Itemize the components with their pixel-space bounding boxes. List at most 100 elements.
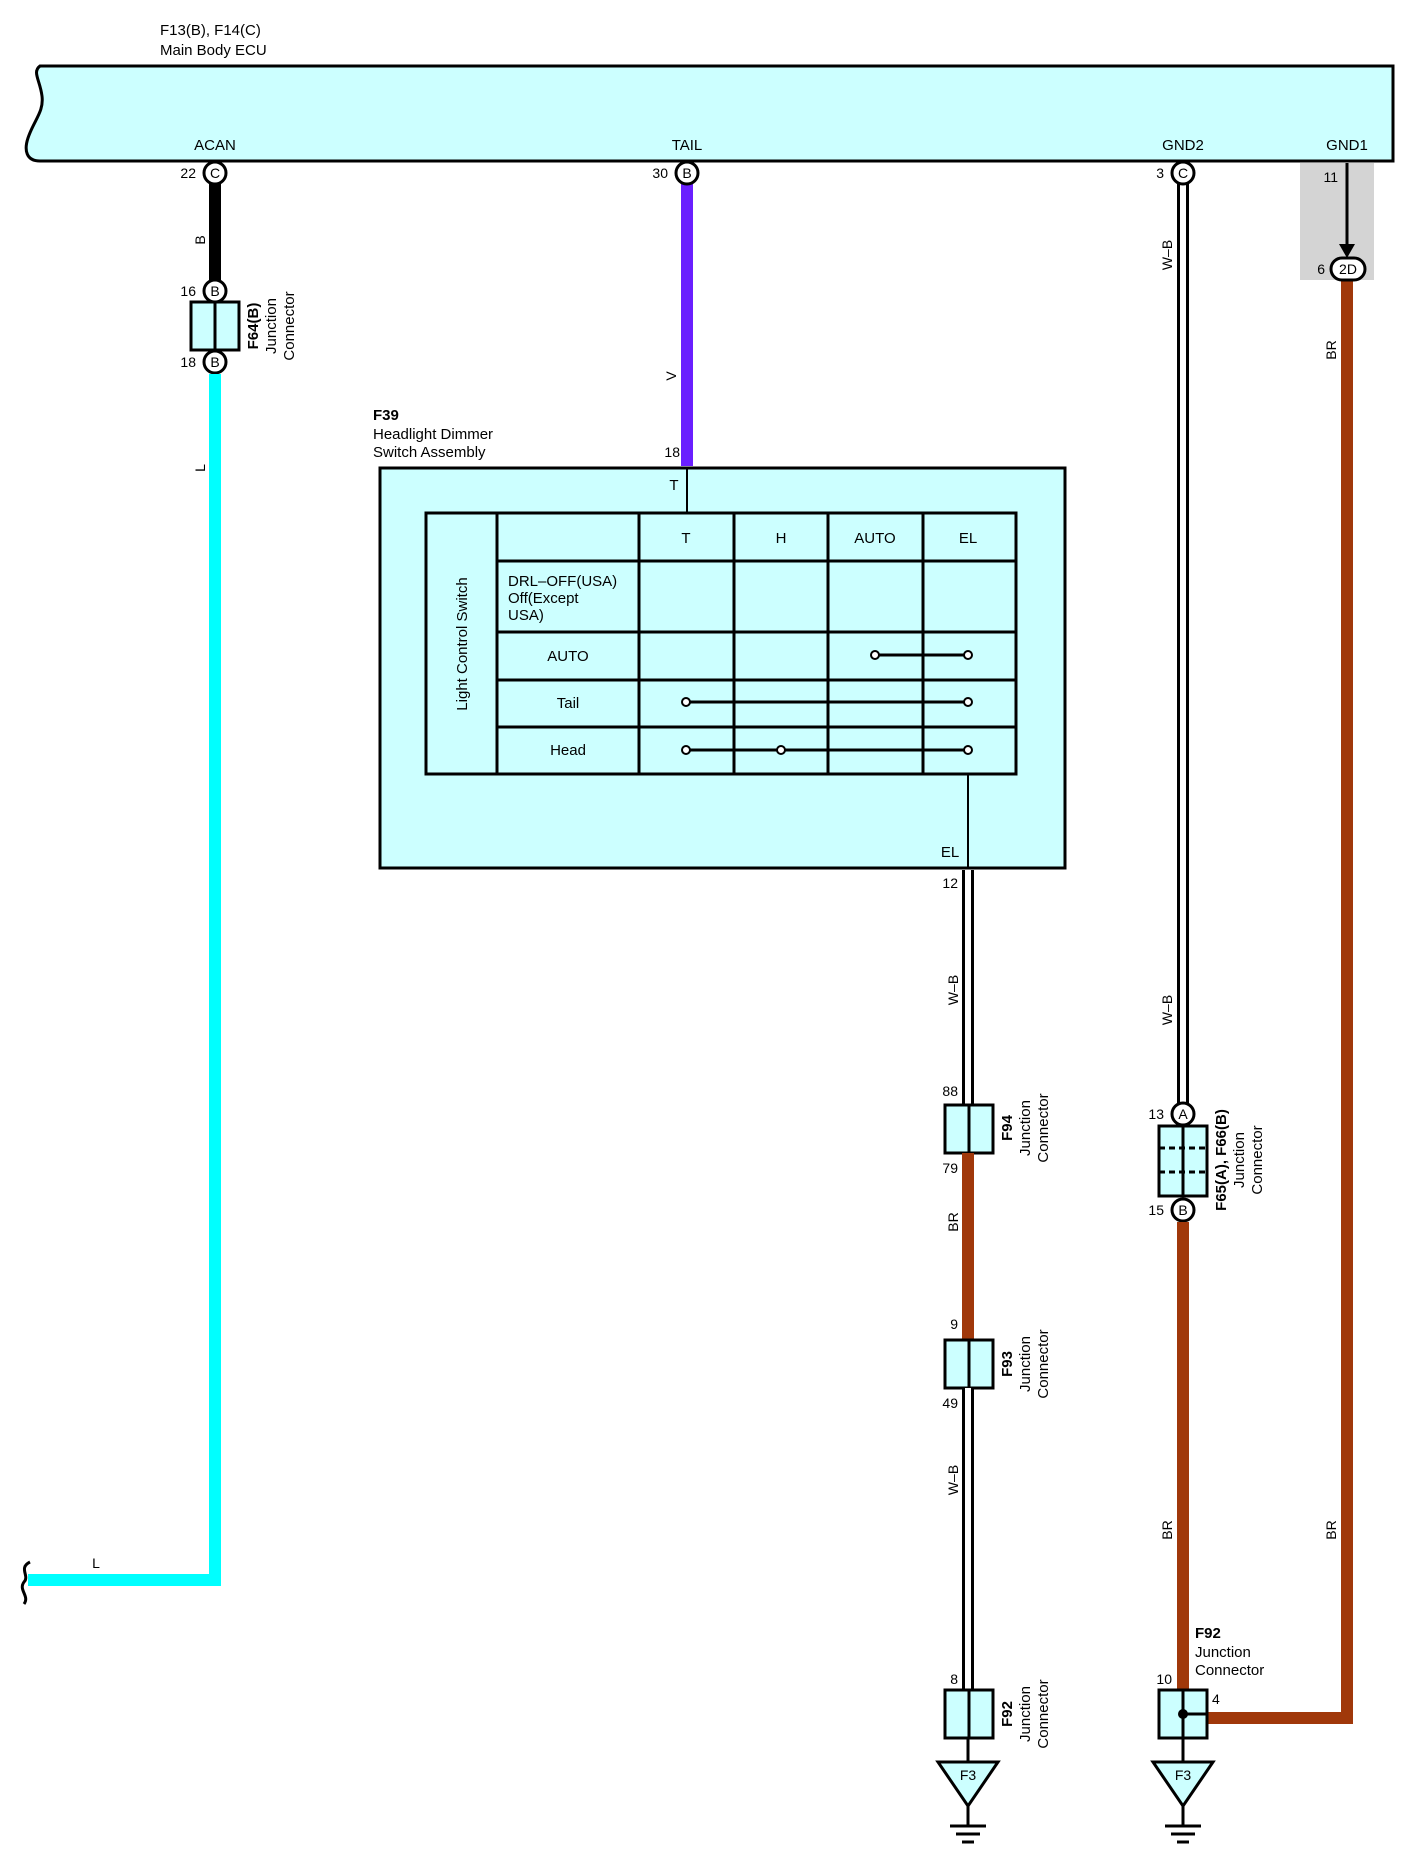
pin-number-tail: 30 — [652, 165, 668, 181]
pin-number-f92-right-right: 4 — [1212, 1691, 1220, 1707]
switch-table — [424, 511, 1018, 776]
ground-left-label: F3 — [960, 1767, 977, 1783]
svg-text:C: C — [210, 165, 220, 181]
pin-number-f94-top: 88 — [942, 1083, 958, 1099]
gnd1-arrow-icon — [1339, 244, 1355, 258]
label-f93: F93 Junction Connector — [999, 1329, 1052, 1398]
switch-table-title: Light Control Switch — [454, 577, 471, 710]
switch-out-pin: 12 — [942, 875, 958, 891]
pin-number-f93-bottom: 49 — [942, 1395, 958, 1411]
pin-number-acan: 22 — [180, 165, 196, 181]
svg-text:B: B — [210, 283, 219, 299]
ecu-code: F13(B), F14(C) — [160, 22, 261, 39]
pin-number-f92-left-top: 8 — [950, 1671, 958, 1687]
pin-number-gnd1-splice: 6 — [1317, 261, 1325, 277]
pin-f65-bottom: B — [1170, 1197, 1196, 1223]
svg-text:F64(B): F64(B) — [245, 303, 262, 350]
switch-row-drl-line2: Off(Except — [508, 590, 579, 607]
wire-code-gnd2-upper1: W–B — [1159, 240, 1175, 270]
continuity-tail — [681, 697, 973, 707]
junction-f92-right-internal — [1178, 1690, 1207, 1738]
svg-text:A: A — [1178, 1106, 1188, 1122]
wire-code-el-upper: W–B — [945, 975, 961, 1005]
wire-code-tail: V — [663, 371, 679, 381]
switch-name-line1: Headlight Dimmer — [373, 426, 493, 443]
wire-break-left — [20, 1560, 31, 1605]
wire-code-el-mid: BR — [945, 1212, 961, 1231]
wire-code-acan-horizontal: L — [92, 1555, 100, 1571]
svg-text:Junction: Junction — [1017, 1686, 1034, 1742]
svg-text:Connector: Connector — [1035, 1093, 1052, 1162]
svg-text:Connector: Connector — [1035, 1679, 1052, 1748]
svg-text:F93: F93 — [999, 1351, 1016, 1377]
pin-number-f93-top: 9 — [950, 1316, 958, 1332]
svg-text:2D: 2D — [1339, 261, 1357, 277]
switch-column-t: T — [681, 530, 690, 547]
svg-text:Junction: Junction — [1017, 1100, 1034, 1156]
ground-left-icon — [935, 1760, 1001, 1844]
ecu-terminal-gnd2: GND2 — [1162, 137, 1204, 154]
junction-f65-internal — [1159, 1126, 1207, 1196]
svg-text:F94: F94 — [999, 1114, 1016, 1141]
svg-text:F92: F92 — [999, 1701, 1016, 1727]
wire-code-acan-upper: B — [192, 235, 208, 244]
switch-name-line2: Switch Assembly — [373, 444, 486, 461]
pin-number-f94-bottom: 79 — [942, 1160, 958, 1176]
wire-code-gnd2-lower: BR — [1159, 1520, 1175, 1539]
svg-text:B: B — [682, 165, 691, 181]
pin-number-gnd2: 3 — [1156, 165, 1164, 181]
continuity-auto — [870, 650, 973, 660]
pin-number-f65-bottom: 15 — [1148, 1202, 1164, 1218]
wire-code-acan-lower: L — [192, 464, 208, 472]
label-f92-right-name2: Connector — [1195, 1662, 1264, 1679]
wire-acan-blue — [28, 374, 221, 1586]
switch-column-el: EL — [959, 530, 977, 547]
pin-f65-top: A — [1170, 1101, 1196, 1127]
pin-number-gnd1: 11 — [1323, 169, 1338, 185]
switch-column-h: H — [776, 530, 787, 547]
ground-right-icon — [1150, 1760, 1216, 1844]
svg-text:Connector: Connector — [1035, 1329, 1052, 1398]
svg-text:B: B — [1178, 1202, 1187, 1218]
switch-column-auto: AUTO — [854, 530, 895, 547]
pin-number-f92-right-left: 10 — [1156, 1671, 1172, 1687]
continuity-head — [681, 745, 973, 755]
pin-number-f64-bottom: 18 — [180, 354, 196, 370]
pin-f64-bottom: B — [202, 349, 228, 375]
switch-table-grid — [495, 513, 1016, 774]
switch-row-drl-line3: USA) — [508, 607, 544, 624]
svg-text:Junction: Junction — [1231, 1132, 1248, 1188]
switch-code: F39 — [373, 407, 399, 424]
pin-number-f65-top: 13 — [1148, 1106, 1164, 1122]
ground-right-label: F3 — [1175, 1767, 1192, 1783]
wire-code-gnd2-upper2: W–B — [1159, 995, 1175, 1025]
switch-row-drl-line1: DRL–OFF(USA) — [508, 573, 617, 590]
pin-gnd2: C — [1170, 160, 1196, 186]
svg-text:Connector: Connector — [281, 291, 298, 360]
wire-code-gnd1-lower: BR — [1323, 1520, 1339, 1539]
svg-text:B: B — [210, 354, 219, 370]
pin-f64-top: B — [202, 278, 228, 304]
switch-terminal-el: EL — [941, 844, 959, 861]
wire-code-gnd1-upper: BR — [1323, 340, 1339, 359]
switch-row-auto: AUTO — [547, 648, 588, 665]
switch-in-pin: 18 — [664, 444, 680, 460]
ecu-terminal-acan: ACAN — [194, 137, 236, 154]
ecu-body — [24, 64, 1395, 163]
label-f92-right-name1: Junction — [1195, 1644, 1251, 1661]
switch-row-head: Head — [550, 742, 586, 759]
label-f92-right-code: F92 — [1195, 1625, 1221, 1642]
ecu-name: Main Body ECU — [160, 42, 267, 59]
label-f65: F65(A), F66(B) Junction Connector — [1213, 1109, 1266, 1211]
label-f92-left: F92 Junction Connector — [999, 1679, 1052, 1748]
svg-text:Junction: Junction — [263, 298, 280, 354]
switch-terminal-t: T — [669, 477, 678, 494]
gnd1-splice: 2D — [1329, 256, 1367, 282]
svg-text:Connector: Connector — [1249, 1125, 1266, 1194]
wire-code-el-lower: W–B — [945, 1465, 961, 1495]
pin-tail: B — [674, 160, 700, 186]
svg-text:C: C — [1178, 165, 1188, 181]
pin-acan: C — [202, 160, 228, 186]
switch-row-tail: Tail — [557, 695, 580, 712]
